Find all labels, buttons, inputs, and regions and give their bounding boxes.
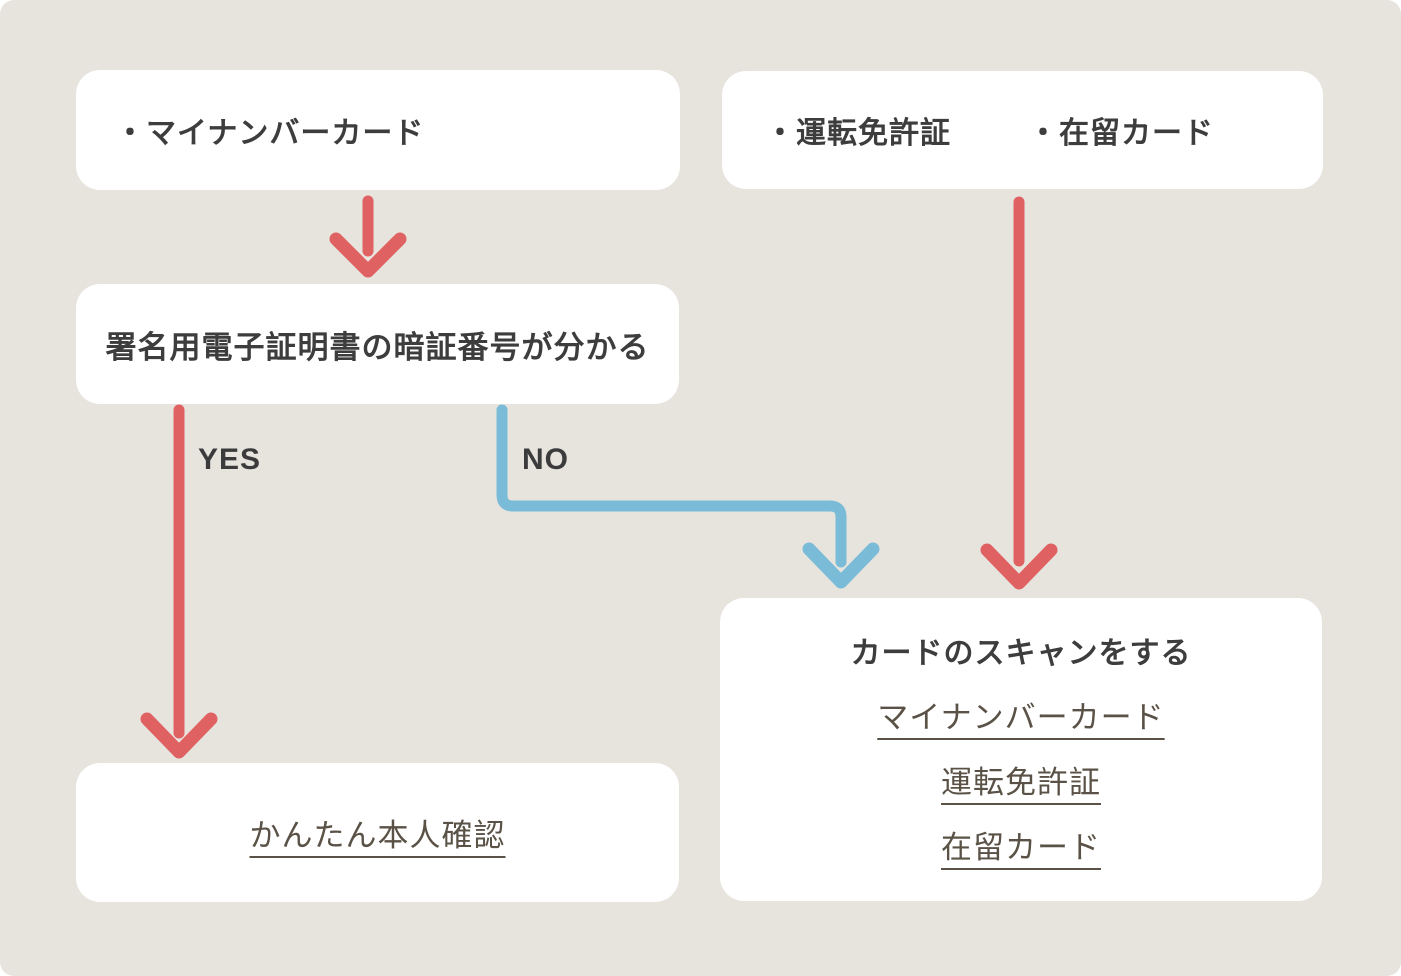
- mynumber-item-label: ・マイナンバーカード: [115, 117, 425, 150]
- scan-link-mynumber[interactable]: マイナンバーカード: [877, 700, 1165, 735]
- drivers-license-item-label: ・運転免許証: [765, 117, 951, 150]
- pin-question-box: 署名用電子証明書の暗証番号が分かる: [76, 284, 679, 404]
- mynumber-card-box: ・マイナンバーカード: [76, 70, 680, 190]
- residence-card-item-label: ・在留カード: [1028, 117, 1214, 150]
- mynumber-to-pin-arrow-icon: [329, 195, 407, 278]
- scan-link-drivers-license[interactable]: 運転免許証: [941, 765, 1101, 800]
- pin-question-label: 署名用電子証明書の暗証番号が分かる: [105, 329, 650, 365]
- licenses-card-box: ・運転免許証 ・在留カード: [722, 71, 1323, 189]
- easy-kyc-box: かんたん本人確認: [76, 763, 679, 902]
- no-branch-label: NO: [522, 443, 569, 476]
- yes-branch-label: YES: [198, 443, 262, 476]
- licenses-to-scan-arrow-icon: [980, 196, 1058, 590]
- no-arrow-icon: [496, 404, 880, 589]
- scan-title: カードのスキャンをする: [850, 637, 1192, 670]
- scan-box: カードのスキャンをする マイナンバーカード 運転免許証 在留カード: [720, 598, 1322, 901]
- scan-link-residence-card[interactable]: 在留カード: [941, 830, 1101, 865]
- easy-kyc-link[interactable]: かんたん本人確認: [249, 818, 506, 853]
